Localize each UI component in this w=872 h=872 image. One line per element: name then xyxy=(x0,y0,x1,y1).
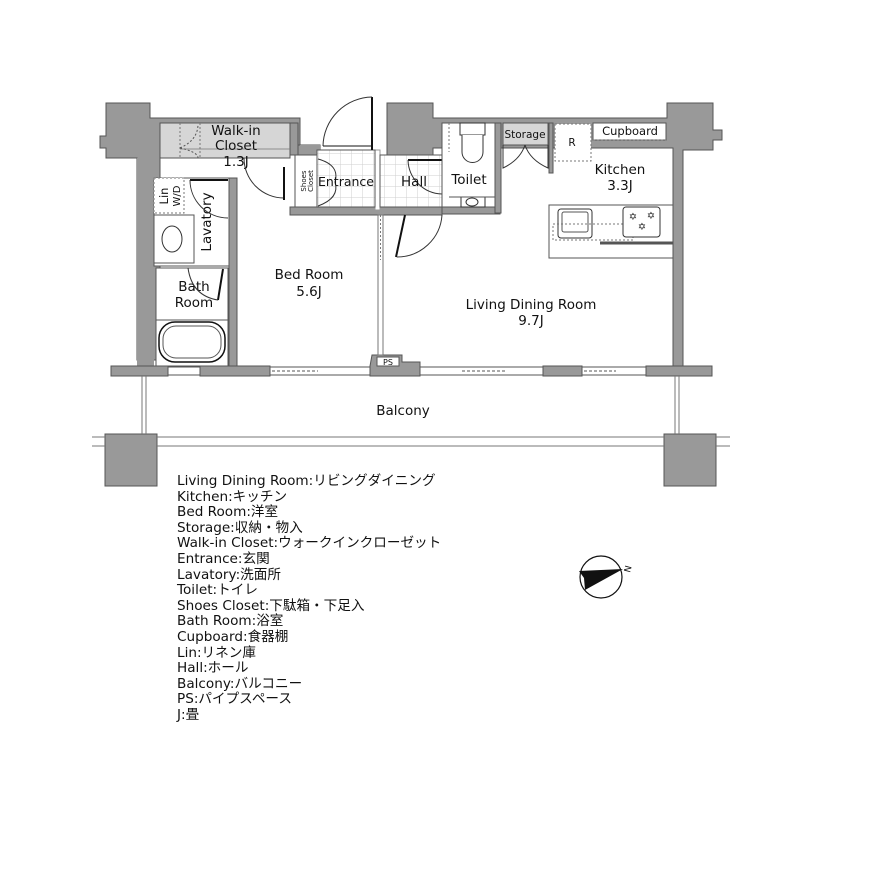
legend-item: Cupboard:食器棚 xyxy=(177,628,289,645)
living-dining-room-size: 9.7J xyxy=(518,313,543,329)
legend-item: Bed Room:洋室 xyxy=(177,504,279,521)
windows xyxy=(167,366,647,376)
legend-item: Toilet:トイレ xyxy=(177,582,258,599)
legend-item: Shoes Closet:下駄箱・下足入 xyxy=(177,597,365,614)
lin-label: Lin xyxy=(157,188,171,205)
legend-item: J:畳 xyxy=(177,706,200,723)
balcony-railing xyxy=(92,376,730,447)
storage: Storage xyxy=(502,122,549,169)
north-arrow-icon xyxy=(579,569,623,590)
balcony-label: Balcony xyxy=(376,403,430,419)
bath-room: Bath Room xyxy=(155,267,229,367)
burner-icon: ✡ xyxy=(638,222,646,233)
walk-in-closet-size: 1.3J xyxy=(223,154,248,170)
kitchen-size: 3.3J xyxy=(607,178,632,194)
legend-item: PS:パイプスペース xyxy=(177,691,292,708)
refrigerator-label: R xyxy=(568,137,575,149)
living-dining-room: Living Dining Room 9.7J xyxy=(466,297,597,329)
living-dining-room-label: Living Dining Room xyxy=(466,297,597,313)
legend-item: Walk-in Closet:ウォークインクローゼット xyxy=(177,535,442,552)
toilet-label: Toilet xyxy=(450,172,486,188)
burner-icon: ✡ xyxy=(629,212,637,223)
lavatory-label: Lavatory xyxy=(199,192,215,251)
legend-item: Lin:リネン庫 xyxy=(177,644,256,661)
toilet: Toilet xyxy=(441,122,496,208)
legend-item: Hall:ホール xyxy=(177,660,249,677)
hall-label: Hall xyxy=(401,174,427,190)
svg-text:Closet: Closet xyxy=(307,170,315,192)
pipe-space: PS xyxy=(376,356,400,367)
cupboard-label: Cupboard xyxy=(602,124,658,138)
legend-item: Lavatory:洗面所 xyxy=(177,566,281,583)
washer-dryer-label: W/D xyxy=(172,185,183,206)
lavatory: Lin W/D Lavatory xyxy=(153,177,230,267)
burner-icon: ✡ xyxy=(647,211,655,222)
walk-in-closet: Walk-in Closet 1.3J xyxy=(159,122,291,200)
kitchen: R Cupboard Kitchen 3.3J ✡ ✡ ✡ xyxy=(548,122,674,259)
north-label: N xyxy=(623,565,634,574)
svg-text:Closet: Closet xyxy=(215,138,257,154)
bath-room-label: Bath xyxy=(178,279,209,295)
legend-item: Entrance:玄関 xyxy=(177,550,270,567)
bed-room: Bed Room 5.6J xyxy=(275,267,344,300)
entrance-label: Entrance xyxy=(318,174,374,189)
legend: Living Dining Room:リビングダイニング Kitchen:キッチ… xyxy=(177,473,442,724)
kitchen-label: Kitchen xyxy=(595,162,646,178)
hall: Hall xyxy=(377,154,443,356)
legend-item: Living Dining Room:リビングダイニング xyxy=(177,473,436,489)
pipe-space-label: PS xyxy=(383,358,393,367)
legend-item: Bath Room:浴室 xyxy=(177,613,284,630)
walls xyxy=(99,102,723,487)
svg-text:Room: Room xyxy=(175,295,213,311)
compass: N xyxy=(579,555,635,599)
bed-room-size: 5.6J xyxy=(296,284,321,300)
storage-label: Storage xyxy=(504,129,545,141)
bed-room-label: Bed Room xyxy=(275,267,344,283)
legend-item: Kitchen:キッチン xyxy=(177,488,288,505)
legend-item: Balcony:バルコニー xyxy=(177,675,303,692)
entrance: Shoes Closet Entrance xyxy=(294,96,376,208)
shoes-closet-label: Shoes xyxy=(300,170,308,191)
legend-item: Storage:収納・物入 xyxy=(177,519,303,536)
walk-in-closet-label: Walk-in xyxy=(211,123,261,139)
